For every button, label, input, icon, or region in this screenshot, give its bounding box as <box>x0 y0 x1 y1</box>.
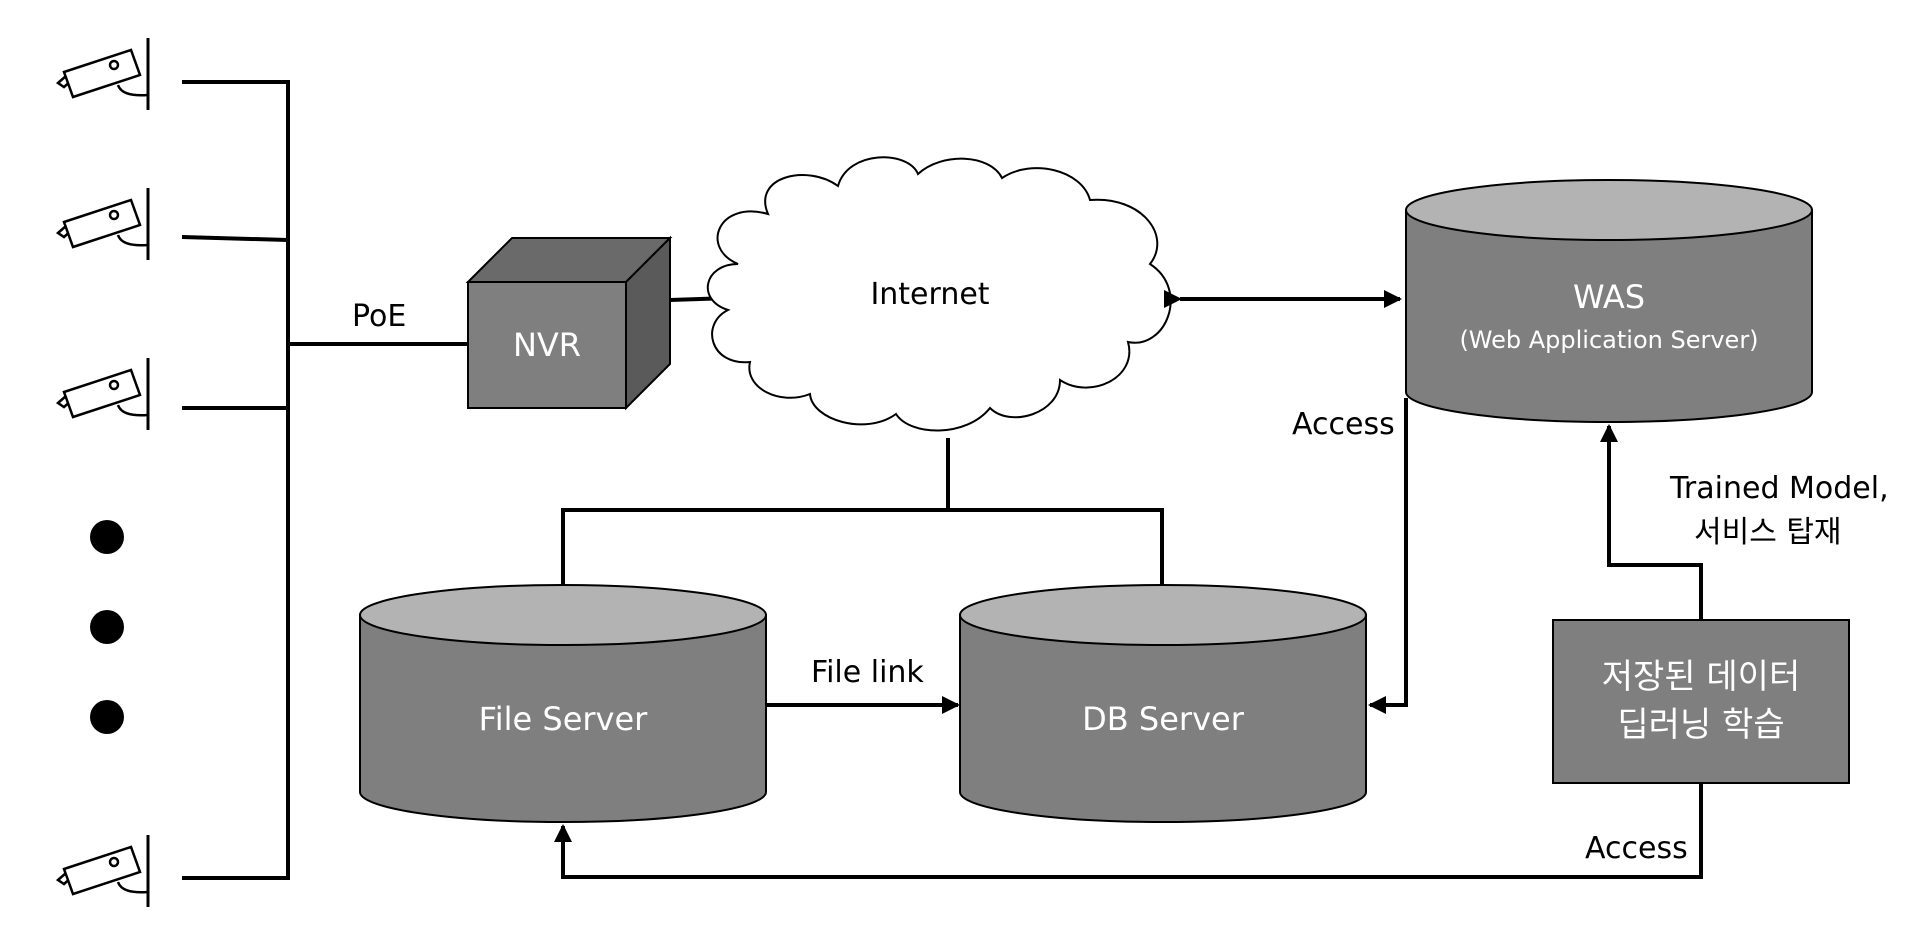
training-box-line2: 딥러닝 학습 <box>1617 705 1784 745</box>
cube-icon <box>465 235 673 411</box>
cylinder-icon <box>1405 179 1813 423</box>
trained-model-line2: 서비스 탑재 <box>1694 515 1842 550</box>
trained-model-line1: Trained Model, <box>1669 471 1889 506</box>
trained-model-arrow <box>1600 424 1703 620</box>
dot-icon <box>90 700 124 734</box>
cylinder-icon <box>959 584 1367 823</box>
poe-label: PoE <box>352 299 406 334</box>
internet-label: Internet <box>870 277 989 312</box>
nvr-label: NVR <box>513 326 581 364</box>
cloud-icon <box>706 156 1172 432</box>
dot-icon <box>90 610 124 644</box>
was-db-access-arrow <box>1368 398 1408 714</box>
internet-server-links <box>561 438 1164 586</box>
camera-icon <box>56 356 150 432</box>
dot-icon <box>90 520 124 554</box>
cylinder-icon <box>359 584 767 823</box>
file-link-label: File link <box>811 655 924 690</box>
access-label-top: Access <box>1292 407 1395 442</box>
was-sublabel: (Web Application Server) <box>1459 326 1758 354</box>
training-box-line1: 저장된 데이터 <box>1602 657 1801 697</box>
access-label-bottom: Access <box>1585 831 1688 866</box>
training-file-access-arrow <box>554 783 1703 879</box>
camera-icon <box>56 36 150 112</box>
training-box <box>1552 619 1850 784</box>
camera-icon <box>56 186 150 262</box>
camera-bus <box>181 80 468 880</box>
file-server-label: File Server <box>479 700 649 738</box>
camera-icon <box>56 833 150 909</box>
was-label: WAS <box>1573 278 1645 316</box>
db-server-label: DB Server <box>1082 700 1245 738</box>
